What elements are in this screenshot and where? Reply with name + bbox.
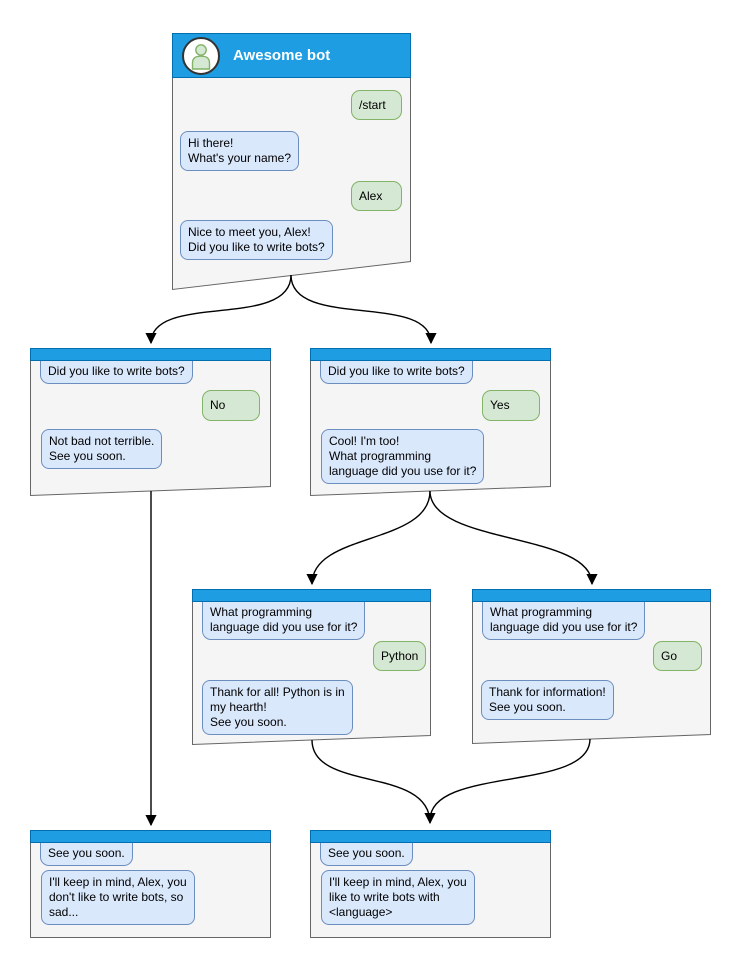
flow-arrow-go-to-end [429, 738, 591, 821]
bot-message-bubble: Did you like to write bots? [40, 360, 193, 384]
flow-arrow-yes-to-go [429, 490, 598, 586]
bot-message-bubble: What programming language did you use fo… [482, 601, 646, 640]
bot-message-bubble: Hi there! What's your name? [180, 131, 300, 171]
flow-arrow-python-to-end [311, 739, 436, 825]
person-icon [191, 43, 211, 70]
user-message-bubble: Python [373, 641, 427, 671]
bot-message-bubble: See you soon. [320, 842, 413, 866]
main-chat-header: Awesome bot [172, 33, 411, 78]
flow-arrow-yes-to-python [306, 490, 431, 586]
user-message-bubble: /start [351, 90, 402, 120]
bot-message-bubble: Did you like to write bots? [320, 360, 473, 384]
bot-message-bubble: Thank for all! Python is in my hearth! S… [202, 680, 353, 735]
bot-title: Awesome bot [233, 47, 331, 64]
user-message-bubble: Go [653, 641, 702, 671]
bot-message-bubble: What programming language did you use fo… [202, 601, 366, 640]
chat-window-header [310, 348, 551, 361]
chat-window-header [30, 348, 271, 361]
bot-message-bubble: See you soon. [40, 842, 133, 866]
bot-message-bubble: Not bad not terrible. See you soon. [41, 429, 163, 469]
flow-arrow-start-to-no [145, 274, 292, 345]
bot-message-bubble: I'll keep in mind, Alex, you don't like … [41, 870, 195, 925]
bot-avatar [182, 36, 220, 75]
bot-message-bubble: Thank for information! See you soon. [481, 680, 614, 720]
chat-window-header [310, 830, 551, 843]
chat-window-header [192, 589, 431, 602]
bot-message-bubble: Cool! I'm too! What programming language… [321, 429, 485, 484]
bot-message-bubble: I'll keep in mind, Alex, you like to wri… [321, 870, 475, 925]
chat-window-header [30, 830, 271, 843]
user-message-bubble: Yes [482, 390, 540, 421]
flow-arrow-start-to-yes [290, 274, 437, 345]
user-message-bubble: Alex [351, 181, 402, 211]
chat-window-header [472, 589, 711, 602]
user-message-bubble: No [202, 390, 260, 421]
bot-message-bubble: Nice to meet you, Alex! Did you like to … [180, 220, 333, 260]
